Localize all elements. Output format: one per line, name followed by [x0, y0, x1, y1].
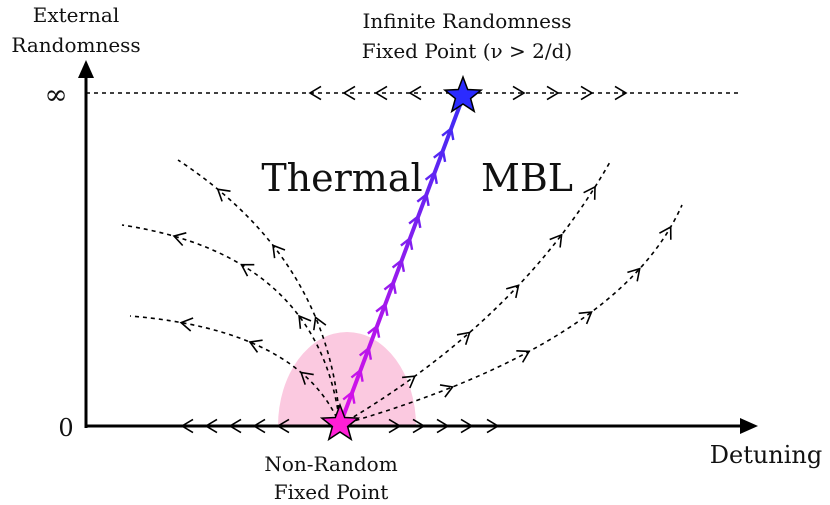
flow-arrow-icon	[549, 233, 563, 248]
infinite-randomness-star-icon	[442, 74, 484, 114]
critical-flow-arrow-icon	[433, 148, 447, 163]
axis-flow-arrow-icon	[388, 418, 402, 434]
flow-arrow-icon	[659, 225, 672, 240]
critical-flow-arrow-icon	[424, 170, 438, 185]
nonrandom-fixed-point-label-line2: Fixed Point	[274, 480, 389, 504]
thermal-flow-curve	[129, 315, 341, 426]
critical-flow-arrow-icon	[391, 258, 406, 273]
infinity-flow-arrow-icon	[512, 85, 526, 101]
axis-flow-arrow-icon	[486, 418, 500, 434]
flow-arrow-icon	[439, 384, 455, 398]
axis-flow-arrow-icon	[204, 418, 218, 434]
infinite-fixed-point-label-line1: Infinite Randomness	[362, 9, 571, 33]
y-tick-zero: 0	[58, 414, 73, 442]
flow-arrow-icon	[272, 244, 286, 259]
axis-flow-arrow-icon	[412, 418, 426, 434]
axis-flow-arrow-icon	[228, 418, 242, 434]
flow-arrow-icon	[298, 314, 312, 329]
critical-flow-arrow-icon	[400, 236, 414, 251]
thermal-flow-curve	[121, 224, 341, 426]
thermal-flow-lines	[121, 159, 341, 426]
infinity-flow-arrow-icon	[580, 85, 594, 101]
flow-arrow-icon	[172, 232, 187, 247]
nonrandom-basin-halo	[278, 332, 416, 426]
mbl-flow-lines	[339, 161, 683, 426]
infinity-flow-arrow-icon	[614, 85, 628, 101]
flow-arrow-icon	[216, 188, 231, 202]
x-axis-label: Detuning	[710, 441, 823, 469]
axis-flow-arrow-icon	[252, 418, 266, 434]
axis-flow-arrow-icon	[180, 418, 194, 434]
critical-flow-arrow-icon	[375, 302, 389, 317]
infinity-flow-arrow-icon	[546, 85, 560, 101]
flow-arrow-icon	[583, 185, 596, 200]
nonrandom-star-icon	[319, 402, 361, 442]
critical-flow-arrow-icon	[408, 214, 422, 229]
infinity-flow-arrow-icon	[408, 85, 422, 101]
axis-flow-arrow-icon	[276, 418, 290, 434]
flow-arrow-icon	[627, 267, 641, 282]
flow-arrow-icon	[179, 317, 194, 332]
critical-flow-arrow-icon	[441, 126, 455, 141]
axis-flow-arrow-icon	[436, 418, 450, 434]
y-axis-label-line2: Randomness	[11, 33, 140, 57]
thermal-flow-curve	[177, 159, 341, 426]
flow-arrow-icon	[578, 311, 593, 325]
flow-arrow-icon	[456, 331, 471, 345]
nonrandom-fixed-point-label-line1: Non-Random	[264, 452, 397, 476]
critical-flow-arrow-icon	[358, 346, 373, 360]
critical-flow-arrow-icon	[383, 280, 397, 295]
flow-arrow-icon	[313, 316, 327, 331]
infinity-flow-arrow-icon	[374, 85, 388, 101]
mbl-region-label: MBL	[481, 156, 573, 200]
flow-arrows	[172, 85, 672, 434]
flow-arrow-icon	[240, 263, 255, 277]
critical-flow-arrow-icon	[367, 324, 381, 338]
infinity-flow-arrow-icon	[308, 85, 322, 101]
flow-arrow-icon	[248, 339, 263, 353]
flow-arrow-icon	[402, 375, 417, 389]
y-tick-infinity: ∞	[44, 78, 67, 111]
infinity-flow-arrow-icon	[342, 85, 356, 101]
infinite-fixed-point-label-line2: Fixed Point (ν > 2/d)	[362, 39, 572, 63]
y-axis-arrow-icon	[78, 60, 94, 78]
y-axis-label-line1: External	[33, 3, 120, 27]
axis-flow-arrow-icon	[460, 418, 474, 434]
flow-arrow-icon	[505, 284, 520, 299]
flow-arrow-icon	[299, 371, 314, 385]
thermal-region-label: Thermal	[261, 156, 422, 200]
flow-arrow-icon	[516, 350, 531, 363]
critical-flow-arrow-icon	[350, 368, 364, 382]
critical-flow-arrow-icon	[342, 390, 356, 404]
x-axis-arrow-icon	[740, 418, 758, 434]
critical-flow-arrow-icon	[416, 192, 430, 207]
critical-flow-arrows	[342, 126, 455, 404]
mbl-flow-curve	[339, 204, 683, 426]
